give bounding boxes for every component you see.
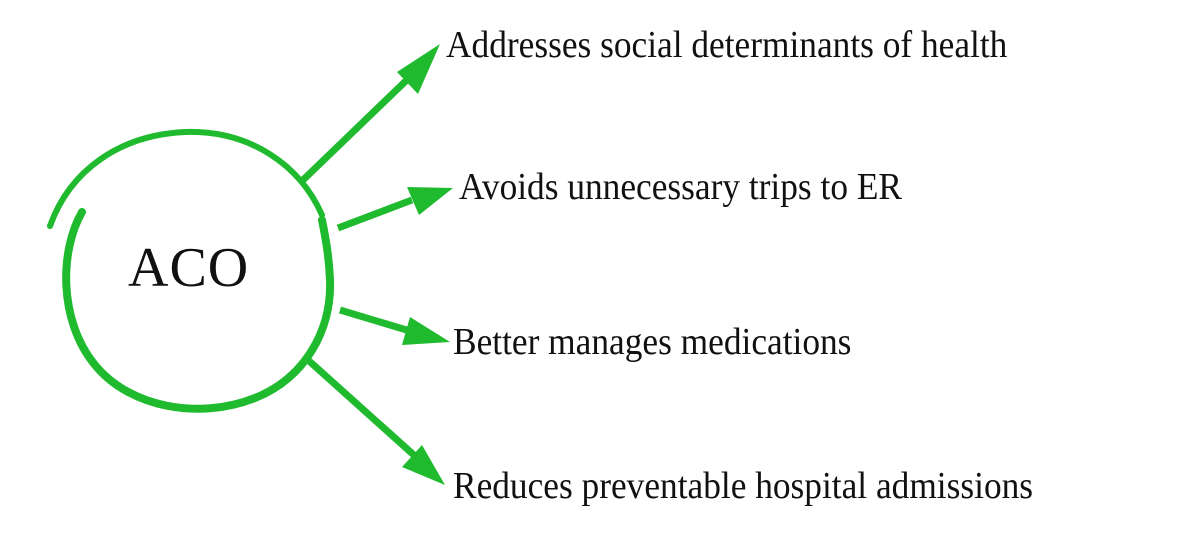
benefit-label-er-trips: Avoids unnecessary trips to ER xyxy=(459,166,902,208)
arrow-2-head xyxy=(407,187,453,215)
arrow-2-shaft xyxy=(336,196,414,232)
benefit-label-hospital-admissions: Reduces preventable hospital admissions xyxy=(453,465,1034,507)
arrow-4-head xyxy=(402,445,445,485)
circle-main-arc xyxy=(62,208,335,413)
arrow-1-head xyxy=(397,44,440,94)
arrow-4-shaft xyxy=(305,357,418,459)
benefit-label-social-determinants: Addresses social determinants of health xyxy=(446,24,1008,66)
benefit-label-medications: Better manages medications xyxy=(453,321,852,363)
arrow-1-shaft xyxy=(300,72,415,183)
arrow-3-head xyxy=(402,317,450,345)
arrow-3-shaft xyxy=(338,306,412,335)
circle-top-arc xyxy=(47,128,325,229)
center-node-label: ACO xyxy=(128,237,250,299)
